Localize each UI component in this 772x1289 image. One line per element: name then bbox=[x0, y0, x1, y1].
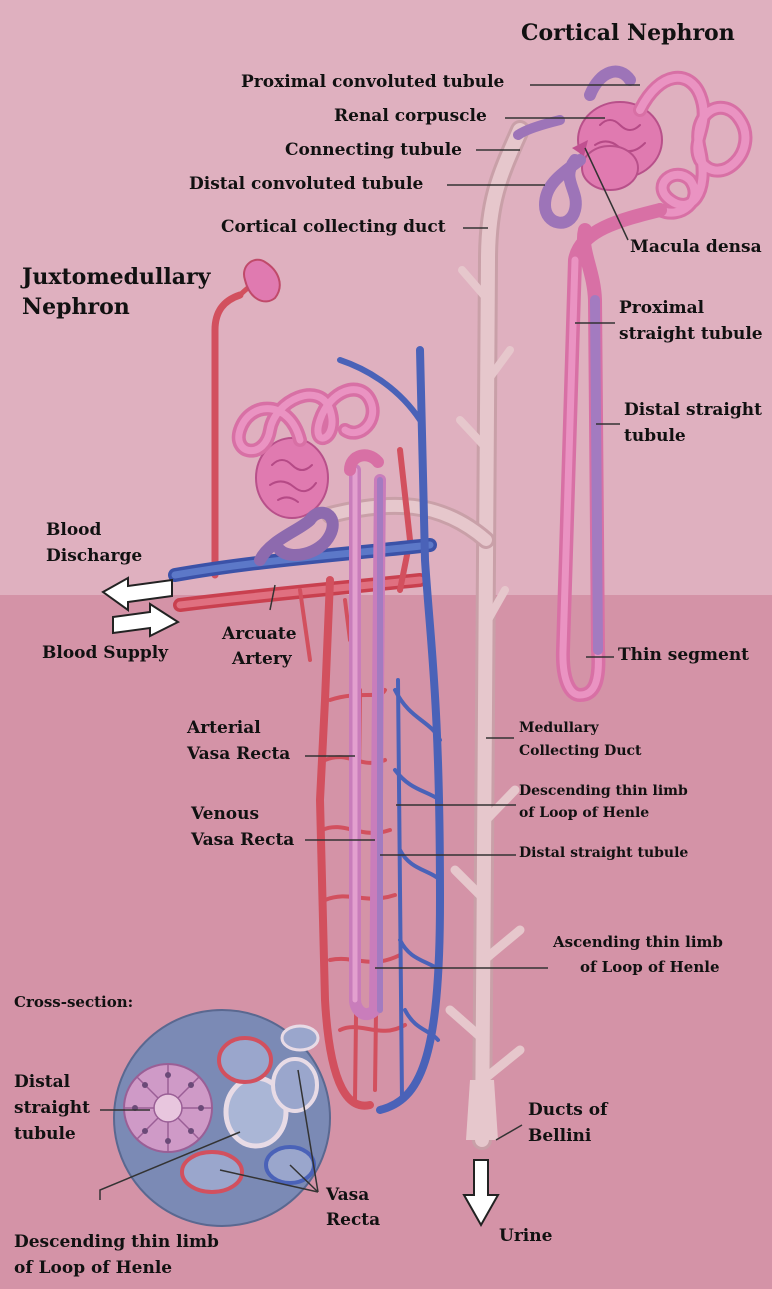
label-renal-corpuscle: Renal corpuscle bbox=[334, 106, 487, 126]
label-arcuate-artery-line2: Artery bbox=[232, 649, 292, 669]
label-descending-thin-limb-line2: of Loop of Henle bbox=[519, 805, 649, 822]
label-distal-straight-tubule-mid: Distal straight tubule bbox=[519, 845, 688, 862]
label-proximal-straight-line2: straight tubule bbox=[619, 324, 763, 344]
label-venous-vasa-recta-line1: Venous bbox=[191, 804, 259, 824]
label-ascending-thin-limb-line2: of Loop of Henle bbox=[580, 958, 720, 976]
label-cs-descending-line2: of Loop of Henle bbox=[14, 1258, 172, 1278]
juxtamedullary-title-line1: Juxtomedullary bbox=[22, 264, 210, 290]
label-arterial-vasa-recta-line2: Vasa Recta bbox=[187, 744, 290, 764]
cortical-nephron-title: Cortical Nephron bbox=[521, 20, 735, 46]
cross-section bbox=[114, 1010, 330, 1226]
label-macula-densa: Macula densa bbox=[630, 237, 762, 257]
label-cortical-collecting-duct: Cortical collecting duct bbox=[221, 217, 446, 237]
label-blood-discharge-line2: Discharge bbox=[46, 546, 142, 566]
label-medullary-collecting-line2: Collecting Duct bbox=[519, 743, 642, 760]
label-medullary-collecting-line1: Medullary bbox=[519, 720, 599, 737]
label-distal-straight-line1: Distal straight bbox=[624, 400, 762, 420]
label-cs-distal-line2: straight bbox=[14, 1098, 90, 1118]
label-blood-discharge-line1: Blood bbox=[46, 520, 101, 540]
label-vasa-recta-line1: Vasa bbox=[326, 1185, 369, 1205]
label-ascending-thin-limb-line1: Ascending thin limb bbox=[553, 933, 723, 951]
label-thin-segment: Thin segment bbox=[618, 645, 749, 665]
label-cs-distal-line3: tubule bbox=[14, 1124, 76, 1144]
juxtamedullary-title-line2: Nephron bbox=[22, 294, 130, 320]
label-arterial-vasa-recta-line1: Arterial bbox=[187, 718, 261, 738]
label-ducts-of-bellini-line1: Ducts of bbox=[528, 1100, 607, 1120]
label-proximal-straight-line1: Proximal bbox=[619, 298, 704, 318]
label-blood-supply: Blood Supply bbox=[42, 643, 168, 663]
label-vasa-recta-line2: Recta bbox=[326, 1210, 380, 1230]
label-arcuate-artery-line1: Arcuate bbox=[222, 624, 297, 644]
label-urine: Urine bbox=[499, 1226, 552, 1246]
label-connecting-tubule: Connecting tubule bbox=[285, 140, 462, 160]
label-cross-section: Cross-section: bbox=[14, 993, 133, 1011]
label-venous-vasa-recta-line2: Vasa Recta bbox=[191, 830, 294, 850]
label-cs-distal-line1: Distal bbox=[14, 1072, 70, 1092]
label-distal-straight-line2: tubule bbox=[624, 426, 686, 446]
label-proximal-convoluted-tubule: Proximal convoluted tubule bbox=[241, 72, 504, 92]
label-ducts-of-bellini-line2: Bellini bbox=[528, 1126, 591, 1146]
label-distal-convoluted-tubule: Distal convoluted tubule bbox=[189, 174, 423, 194]
label-descending-thin-limb-line1: Descending thin limb bbox=[519, 783, 688, 800]
label-cs-descending-line1: Descending thin limb bbox=[14, 1232, 219, 1252]
